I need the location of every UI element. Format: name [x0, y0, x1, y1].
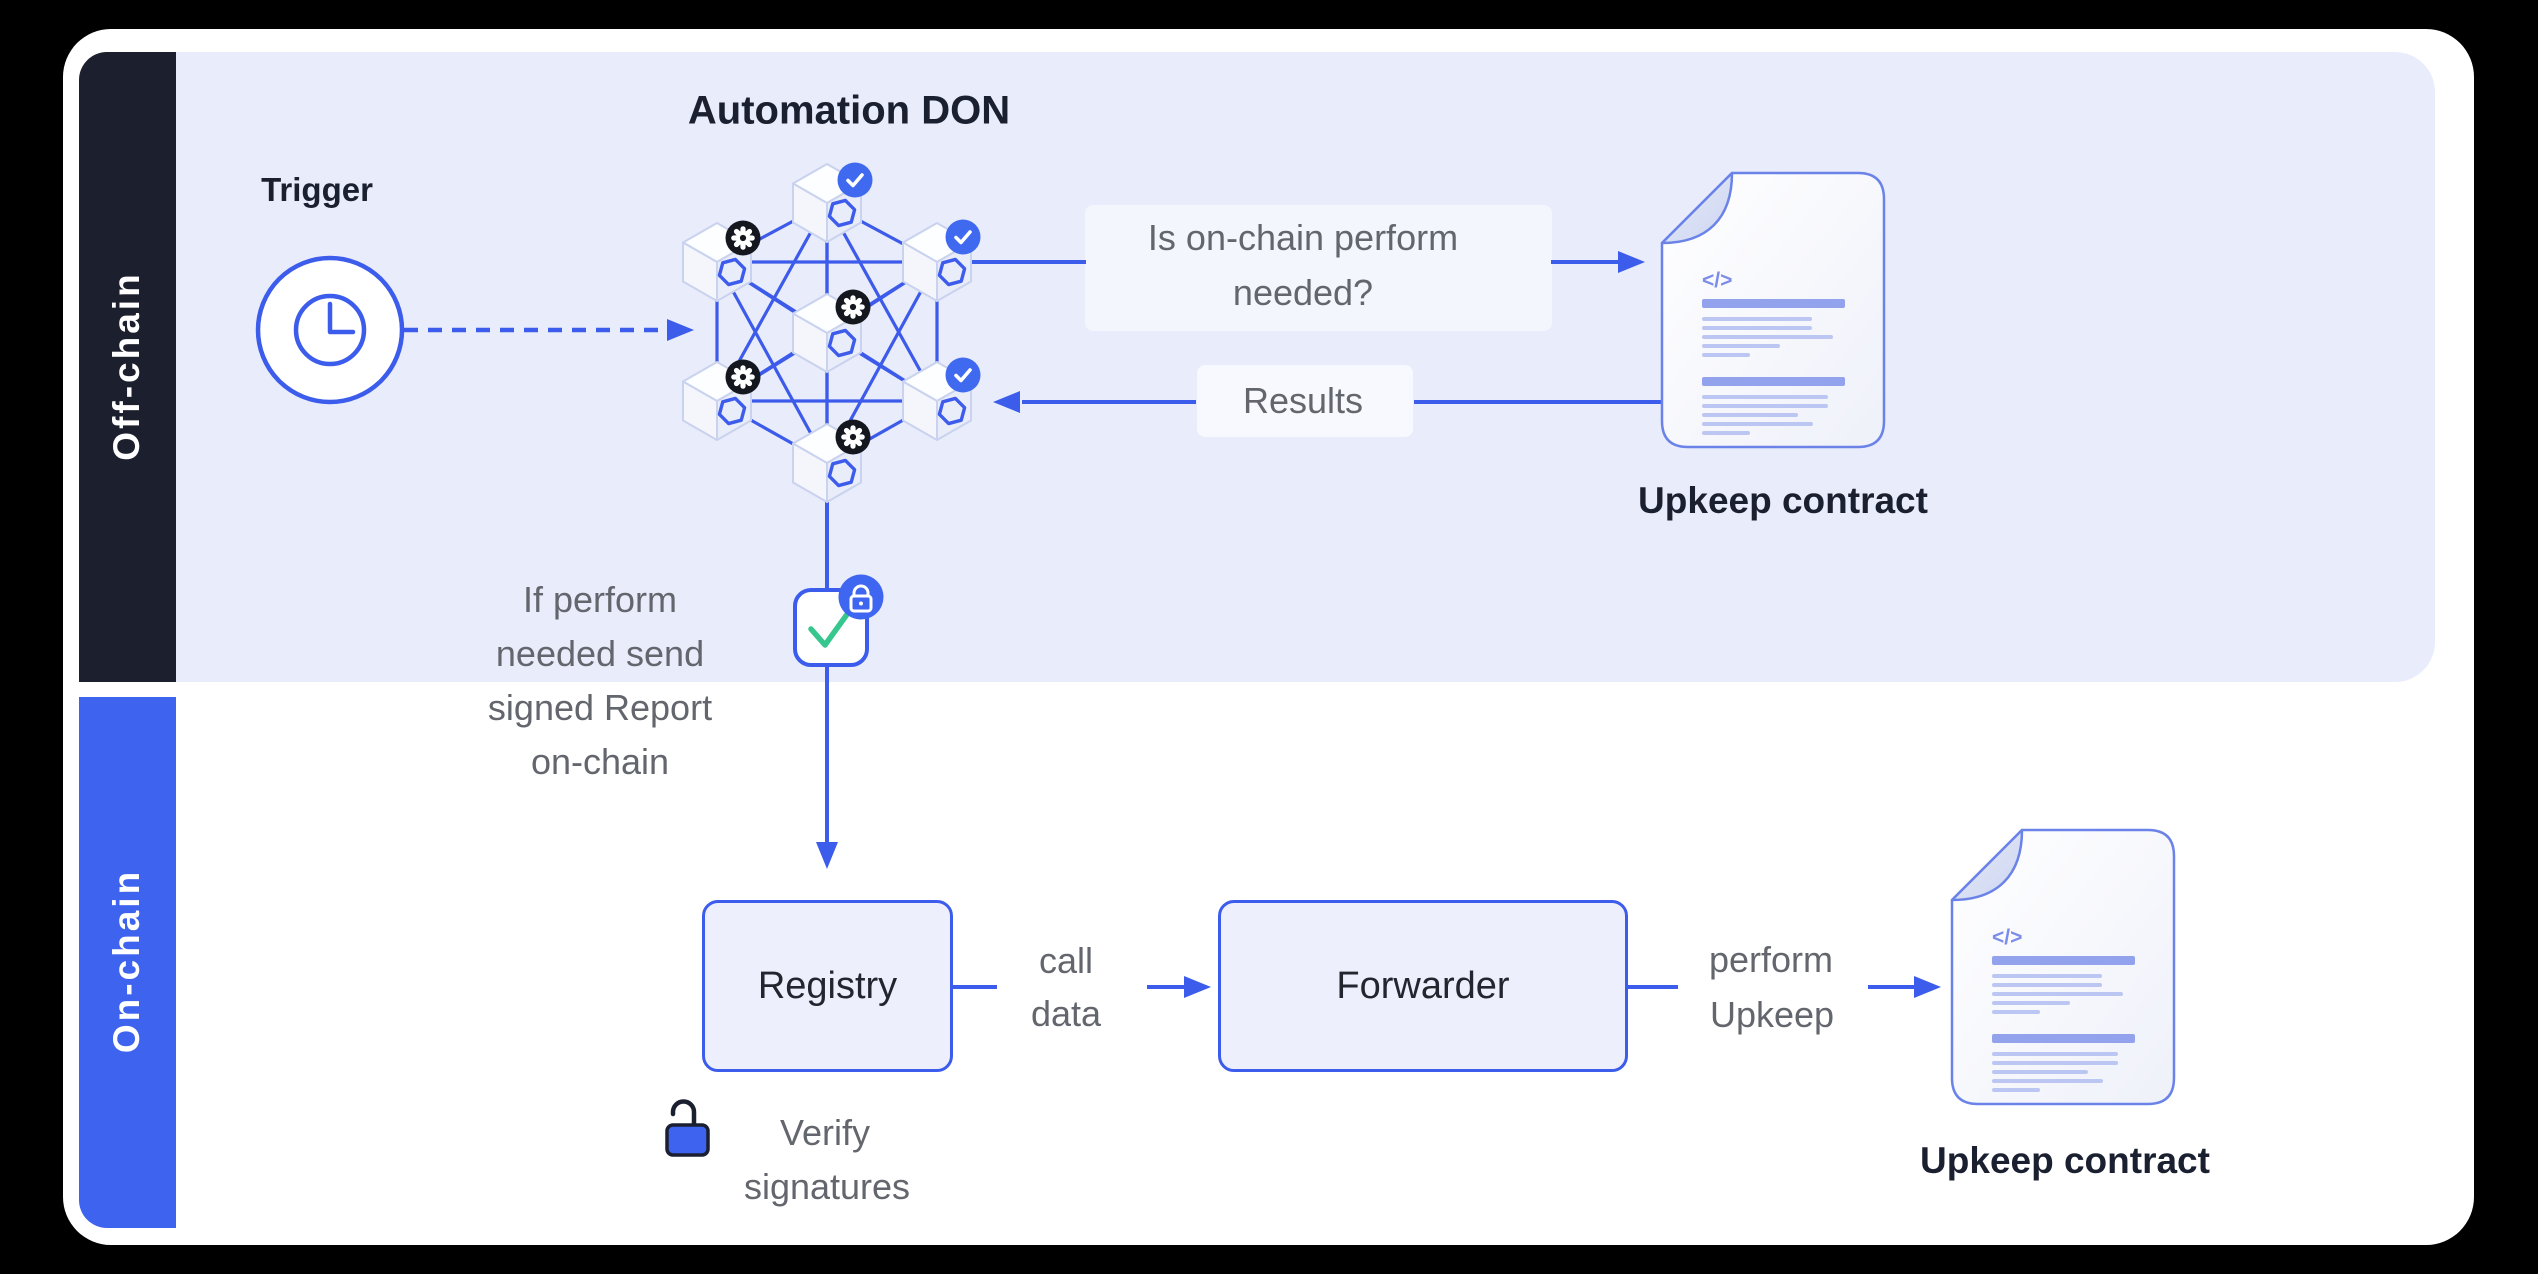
- report-note-line-4: on-chain: [530, 741, 670, 782]
- registry-box: Registry: [702, 900, 953, 1072]
- results-highlight: [1197, 365, 1413, 437]
- question-highlight: [1085, 205, 1552, 331]
- call-data-line-2: data: [1030, 993, 1102, 1034]
- report-note-line-3: signed Report: [487, 687, 713, 728]
- trigger-label: Trigger: [261, 171, 373, 208]
- perform-upkeep-line-1: perform: [1708, 939, 1834, 980]
- upkeep-contract-bottom-label: Upkeep contract: [1920, 1140, 2210, 1181]
- offchain-sidebar: [79, 52, 176, 682]
- report-note-line-2: needed send: [495, 633, 705, 674]
- onchain-label: On-chain: [106, 868, 147, 1054]
- call-data-line-1: call: [1038, 940, 1094, 981]
- registry-label: Registry: [757, 964, 898, 1007]
- onchain-sidebar: [79, 697, 176, 1228]
- question-line-2: needed?: [1232, 272, 1374, 313]
- forwarder-label: Forwarder: [1336, 964, 1510, 1007]
- verify-line-2: signatures: [743, 1166, 911, 1207]
- forwarder-box: Forwarder: [1218, 900, 1628, 1072]
- question-line-1: Is on-chain perform: [1147, 217, 1459, 258]
- offchain-label: Off-chain: [106, 271, 147, 461]
- report-note-line-1: If perform: [522, 579, 678, 620]
- don-title: Automation DON: [687, 88, 1011, 133]
- upkeep-contract-top-label: Upkeep contract: [1638, 480, 1928, 521]
- perform-upkeep-line-2: Upkeep: [1709, 994, 1835, 1035]
- results-label: Results: [1242, 380, 1364, 421]
- verify-line-1: Verify: [779, 1112, 871, 1153]
